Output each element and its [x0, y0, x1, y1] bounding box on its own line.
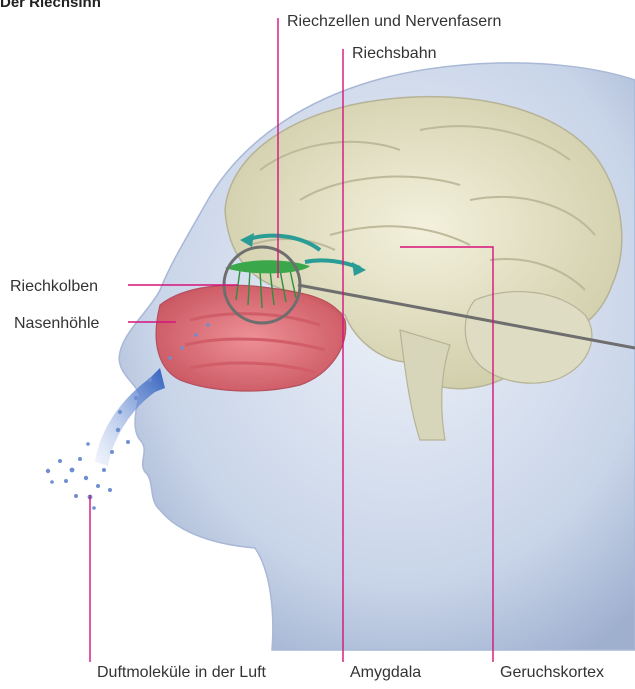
- label-amygdala: Amygdala: [350, 664, 421, 681]
- diagram-title: Der Riechsinn: [0, 0, 101, 11]
- label-riechsbahn: Riechsbahn: [352, 45, 437, 62]
- label-nasenhoehle: Nasenhöhle: [14, 315, 100, 332]
- label-riechkolben: Riechkolben: [10, 278, 98, 295]
- label-duftmolekuele: Duftmoleküle in der Luft: [97, 664, 267, 681]
- label-riechzellen: Riechzellen und Nervenfasern: [287, 13, 501, 30]
- label-geruchskortex: Geruchskortex: [500, 664, 604, 681]
